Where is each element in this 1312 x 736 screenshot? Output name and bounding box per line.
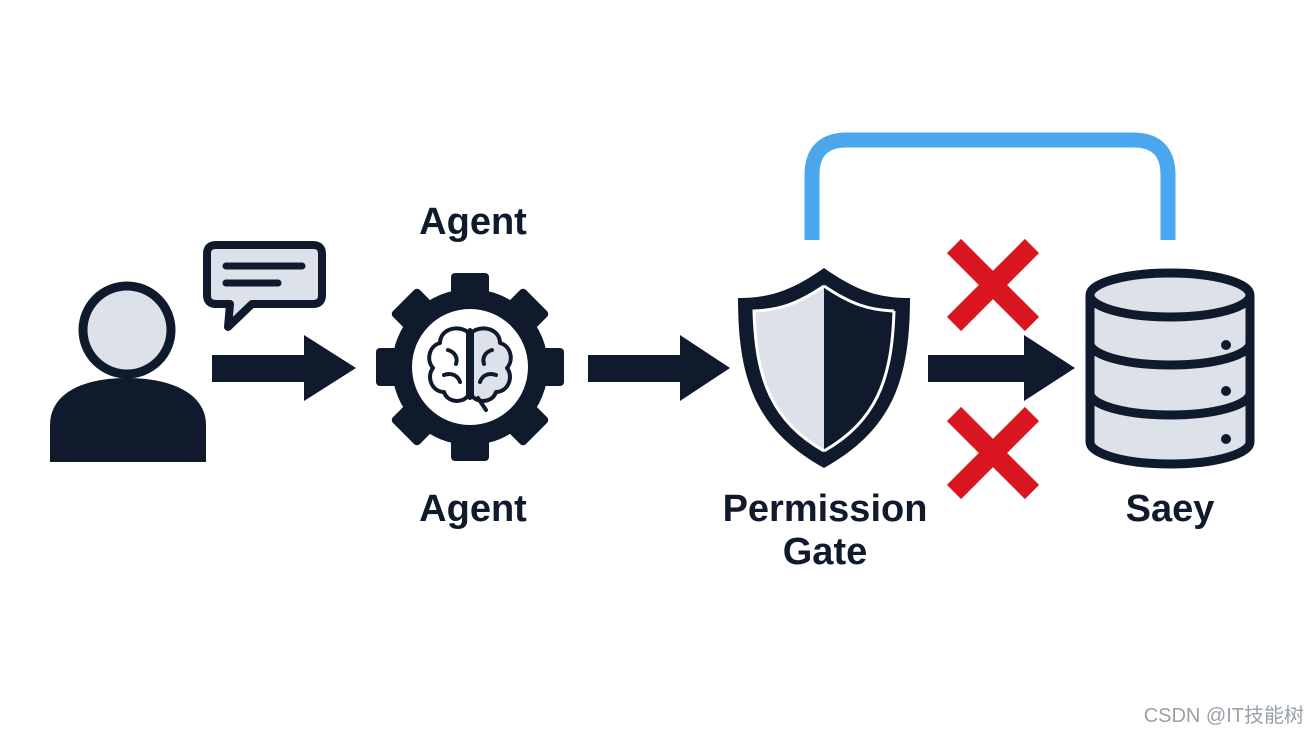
watermark: CSDN @IT技能树 bbox=[1143, 705, 1304, 727]
gear-brain-icon bbox=[376, 273, 564, 461]
shield-icon bbox=[738, 268, 910, 468]
bypass-connector bbox=[804, 132, 1176, 240]
permission-gate-label-line2: Gate bbox=[782, 530, 868, 573]
brain-icon bbox=[427, 326, 513, 412]
agent-label-top: Agent bbox=[419, 201, 527, 243]
user-icon bbox=[50, 281, 206, 462]
arrow-user-to-agent bbox=[212, 335, 356, 401]
agent-label-bottom: Agent bbox=[419, 488, 527, 530]
speech-bubble-icon bbox=[203, 241, 326, 331]
database-icon bbox=[1085, 268, 1255, 469]
cross-icon bbox=[946, 238, 1040, 332]
arrow-gate-to-database bbox=[928, 335, 1075, 401]
safety-label: Saey bbox=[1125, 488, 1215, 530]
permission-gate-label: Permission Gate bbox=[700, 488, 950, 573]
arrow-agent-to-gate bbox=[588, 335, 730, 401]
cross-icon bbox=[946, 406, 1040, 500]
permission-gate-label-line1: Permission bbox=[722, 488, 928, 530]
